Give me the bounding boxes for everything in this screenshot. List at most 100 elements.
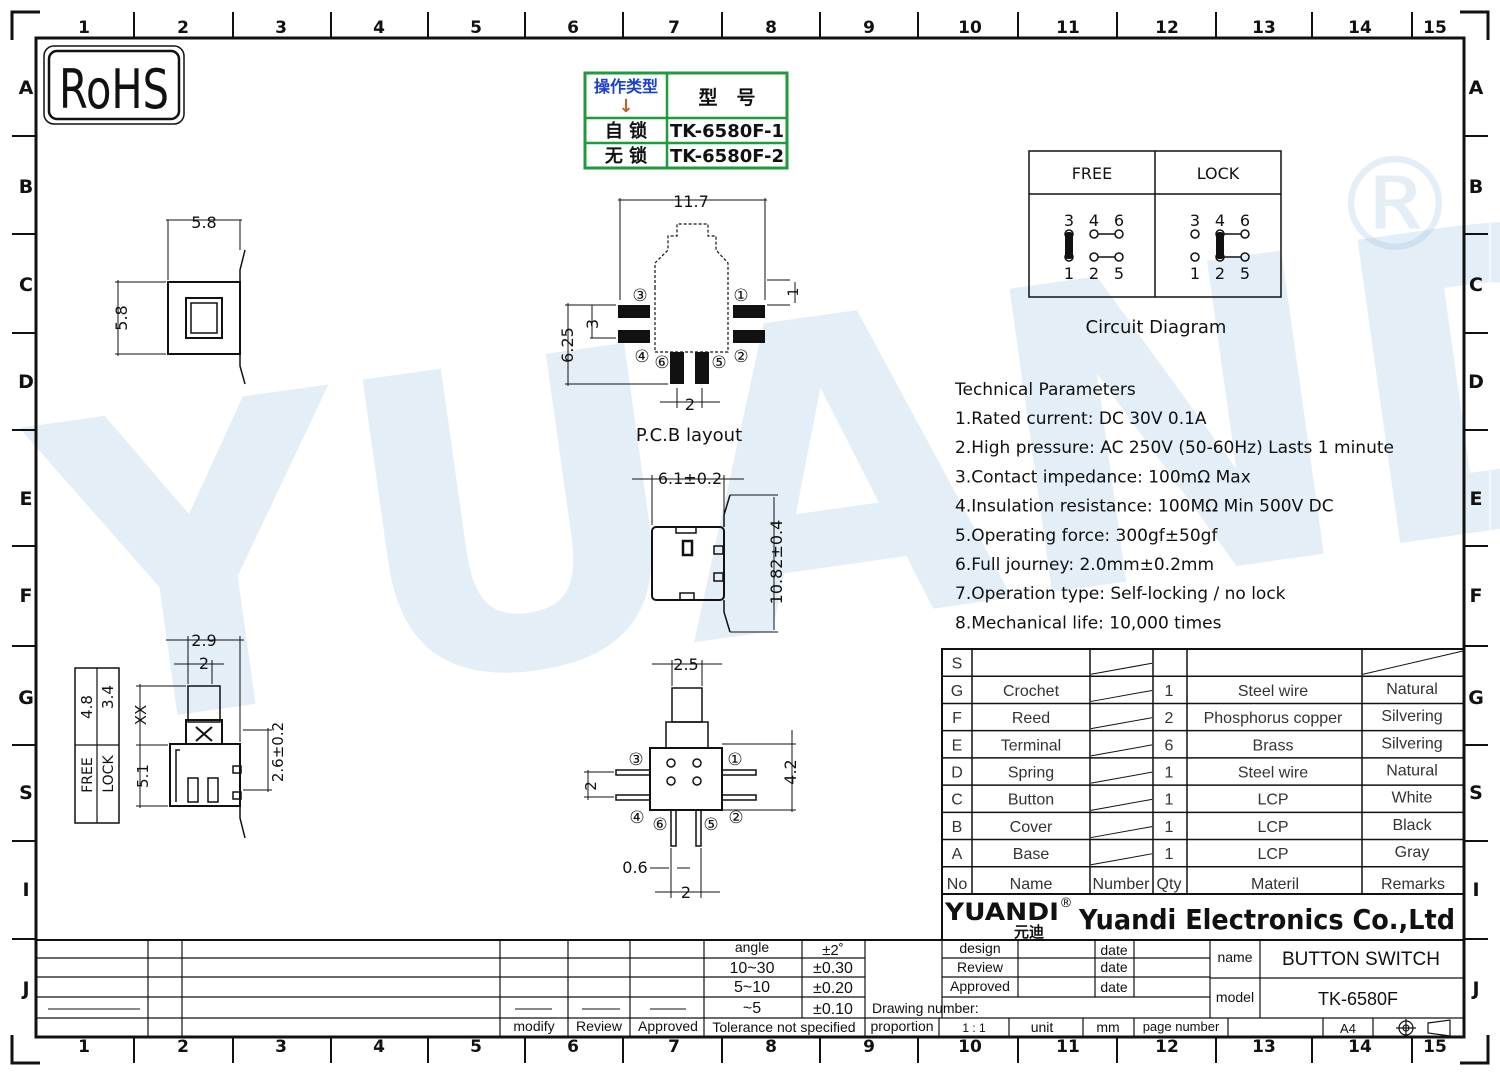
- param-item: 6.Full journey: 2.0mm±0.2mm: [955, 555, 1214, 575]
- column-label-5: 5: [470, 18, 482, 38]
- bom-remarks: Silvering: [1381, 708, 1442, 725]
- bom-material: LCP: [1257, 819, 1288, 836]
- bom-no: G: [951, 683, 963, 700]
- row-label-C: C: [19, 274, 33, 296]
- model-value: TK-6580F: [1318, 989, 1398, 1009]
- label-model: model: [1216, 989, 1254, 1005]
- row-label-S: S: [1469, 782, 1483, 804]
- column-label-9: 9: [863, 1037, 875, 1057]
- stroke-view: 4.8 3.4 FREE LOCK 2.9 2 XX 5.1 2.6±0.2: [74, 631, 287, 839]
- bom-header-no: No: [947, 876, 968, 893]
- pcb-caption: P.C.B layout: [636, 425, 742, 446]
- bom-name: Base: [1013, 846, 1050, 863]
- label-date-3: date: [1100, 979, 1127, 995]
- column-label-3: 3: [275, 1037, 287, 1057]
- bom-name: Crochet: [1003, 683, 1060, 700]
- circuit-pin-free-1: 1: [1064, 264, 1074, 283]
- param-item: 7.Operation type: Self-locking / no lock: [955, 584, 1286, 604]
- stroke-value-2: 3.4: [99, 685, 117, 709]
- row-label-J: J: [1470, 978, 1479, 1000]
- bom-qty: 1: [1165, 765, 1174, 782]
- label-date-2: date: [1100, 959, 1127, 975]
- label-drawing-number: Drawing number:: [872, 1000, 979, 1016]
- column-label-2: 2: [177, 18, 189, 38]
- tolerance-range-2: 10~30: [730, 960, 775, 977]
- pcb-pin-3: ③: [632, 286, 647, 306]
- bom-no: E: [952, 737, 963, 754]
- bom-remarks: Natural: [1386, 681, 1438, 698]
- circuit-lock-label: LOCK: [1197, 164, 1240, 183]
- bom-qty: 6: [1165, 737, 1174, 754]
- column-label-8: 8: [765, 18, 777, 38]
- paper-size: A4: [1340, 1021, 1356, 1036]
- bom-name: Button: [1008, 792, 1054, 809]
- front-pin-1: ①: [727, 750, 742, 770]
- model-header: 型 号: [698, 86, 755, 109]
- bom-no: B: [952, 819, 963, 836]
- dim-side-height: 10.82±0.4: [767, 520, 786, 605]
- row-label-A: A: [1469, 77, 1484, 99]
- pcb-pin-5: ⑤: [711, 353, 726, 373]
- label-proportion: proportion: [870, 1018, 933, 1034]
- side-view: 6.1±0.2 10.82±0.4: [632, 469, 786, 633]
- param-item: 5.Operating force: 300gf±50gf: [955, 526, 1218, 546]
- bom-name: Reed: [1012, 710, 1050, 727]
- circuit-free-label: FREE: [1072, 164, 1113, 183]
- bom-material: Phosphorus copper: [1204, 710, 1343, 727]
- front-pin-5: ⑤: [703, 815, 718, 835]
- type-header-arrow: ↓: [618, 96, 633, 117]
- row-label-D: D: [18, 371, 34, 393]
- column-label-6: 6: [567, 1037, 579, 1057]
- bom-name: Terminal: [1001, 737, 1061, 754]
- front-pin-2: ②: [728, 808, 743, 828]
- bom-remarks: White: [1392, 790, 1433, 807]
- pcb-pin-2: ②: [733, 347, 748, 367]
- column-label-9: 9: [863, 18, 875, 38]
- dim-top-width: 5.8: [191, 213, 216, 232]
- company-block: YUANDI 元迪 ® Yuandi Electronics Co.,Ltd: [941, 893, 1465, 941]
- row-label-G: G: [18, 687, 34, 709]
- bom-remarks: Natural: [1386, 763, 1438, 780]
- row-label-I: I: [22, 879, 29, 901]
- circuit-pin-free-2: 2: [1089, 264, 1099, 283]
- dim-stroke-51: 5.1: [134, 764, 152, 788]
- product-name: BUTTON SWITCH: [1282, 949, 1440, 970]
- type-header: 操作类型: [594, 77, 658, 96]
- column-label-14: 14: [1348, 1037, 1372, 1057]
- bom-material: Brass: [1253, 737, 1294, 754]
- dim-stroke-xx: XX: [132, 705, 150, 726]
- tolerance-range-4: ~5: [743, 1000, 761, 1017]
- column-label-11: 11: [1056, 1037, 1080, 1057]
- row-label-F: F: [1470, 585, 1483, 607]
- circuit-pin-lock-1: 1: [1190, 264, 1200, 283]
- dim-front-width: 2.5: [673, 655, 698, 674]
- title-block: modify Review Approved angle ±2˚ 10~30 ±…: [36, 939, 1464, 1037]
- bom-header-remarks: Remarks: [1381, 876, 1445, 893]
- column-label-8: 8: [765, 1037, 777, 1057]
- param-item: 1.Rated current: DC 30V 0.1A: [955, 409, 1207, 429]
- column-label-1: 1: [78, 18, 90, 38]
- column-label-2: 2: [177, 1037, 189, 1057]
- circuit-pin-lock-4: 4: [1215, 211, 1225, 230]
- rohs-label: RoHS: [59, 58, 169, 121]
- row-label-E: E: [1470, 488, 1483, 510]
- bom-no: F: [952, 710, 962, 727]
- unit-value: mm: [1096, 1019, 1119, 1035]
- tolerance-caption: Tolerance not specified: [712, 1019, 855, 1035]
- circuit-pin-free-6: 6: [1114, 211, 1124, 230]
- bom-material: LCP: [1257, 846, 1288, 863]
- bom-no: C: [951, 792, 963, 809]
- column-label-12: 12: [1155, 1037, 1179, 1057]
- front-view: 2.5 4.2 2 0.6 2 ③ ① ④ ⑥ ⑤ ②: [582, 655, 800, 902]
- dim-stroke-a: 2.9: [191, 631, 216, 650]
- column-label-7: 7: [668, 18, 680, 38]
- column-label-3: 3: [275, 18, 287, 38]
- column-label-12: 12: [1155, 18, 1179, 38]
- label-review: Review: [957, 959, 1004, 975]
- revision-review: Review: [576, 1018, 623, 1034]
- circuit-pin-lock-3: 3: [1190, 211, 1200, 230]
